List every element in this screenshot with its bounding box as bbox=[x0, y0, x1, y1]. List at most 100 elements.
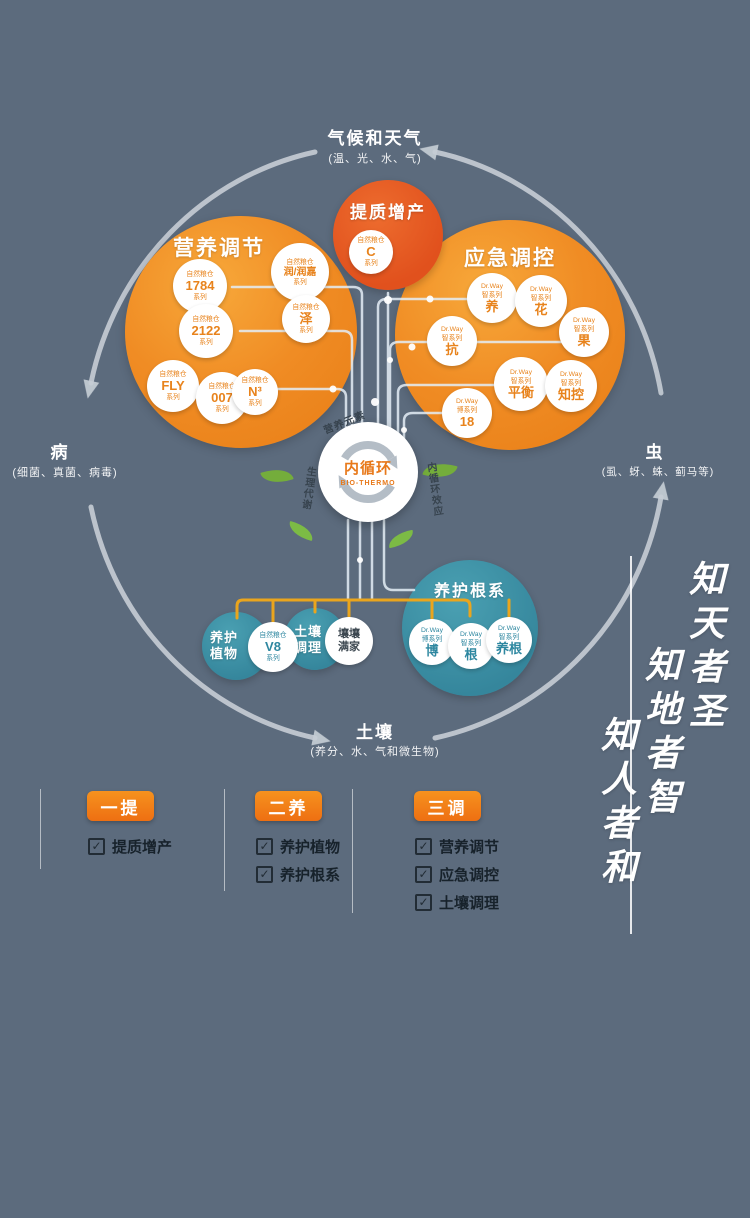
group-plant-title: 养护植物 bbox=[209, 630, 238, 661]
connector-line bbox=[248, 387, 348, 470]
product-series: 智系列 bbox=[481, 290, 503, 299]
checkbox-icon: ✓ bbox=[256, 837, 273, 855]
calligraphy-divider-line bbox=[630, 556, 632, 934]
root-connector-line bbox=[235, 598, 472, 620]
product-name: V8 bbox=[265, 638, 281, 654]
junction-dot bbox=[371, 398, 379, 406]
product-brand: Dr.Way bbox=[440, 324, 464, 333]
product-series: 智系列 bbox=[560, 378, 582, 387]
product-name: 泽 bbox=[299, 310, 313, 326]
product-brand: Dr.Way bbox=[455, 396, 479, 405]
product-name: 花 bbox=[534, 301, 548, 317]
product-name: 平衡 bbox=[507, 384, 534, 400]
product-series: 智系列 bbox=[573, 324, 595, 333]
product-suffix: 系列 bbox=[248, 398, 262, 407]
node-soil-title: 土壤 bbox=[356, 723, 394, 742]
legend-item: ✓ 养护植物 bbox=[256, 837, 341, 856]
divider-line bbox=[352, 789, 353, 913]
connector-line bbox=[396, 383, 497, 468]
junction-dot bbox=[426, 295, 434, 303]
group-emergency-title: 应急调控 bbox=[464, 247, 556, 270]
product-suffix: 系列 bbox=[266, 653, 280, 662]
divider-line bbox=[224, 789, 225, 891]
product-series: 智系列 bbox=[530, 293, 552, 302]
product-brand: 自然粮仓 bbox=[241, 375, 269, 384]
legend-pill-yiti: 一提 bbox=[87, 791, 154, 821]
product-series: 智系列 bbox=[498, 632, 520, 641]
node-disease-subtitle: (细菌、真菌、病毒) bbox=[12, 467, 118, 479]
product-brand: Dr.Way bbox=[420, 625, 444, 634]
group-nutrition-title: 营养调节 bbox=[173, 237, 265, 260]
legend-item: ✓ 营养调节 bbox=[415, 837, 500, 856]
product-circle-c: 自然粮仓 C 系列 bbox=[349, 230, 393, 274]
product-suffix: 系列 bbox=[215, 404, 229, 413]
legend-item-label: 营养调节 bbox=[439, 838, 500, 856]
product-name: 18 bbox=[459, 413, 475, 429]
product-brand: Dr.Way bbox=[509, 367, 533, 376]
product-circle-run: 自然粮仓 润/润嘉 系列 bbox=[271, 243, 329, 301]
product-series: 智系列 bbox=[441, 333, 463, 342]
product-series: 博系列 bbox=[421, 634, 443, 643]
center-subtitle: BIO-THERMO bbox=[340, 480, 396, 487]
product-brand: Dr.Way bbox=[480, 281, 504, 290]
legend-item: ✓ 提质增产 bbox=[88, 837, 172, 856]
group-quality-circle bbox=[333, 180, 443, 290]
checkbox-icon: ✓ bbox=[415, 893, 432, 911]
product-name: C bbox=[366, 243, 376, 259]
product-circle-kang: Dr.Way 智系列 抗 bbox=[427, 316, 477, 366]
node-soil-subtitle: (养分、水、气和微生物) bbox=[310, 746, 440, 758]
recycle-ring-icon bbox=[338, 440, 398, 504]
center-title: 内循环 bbox=[343, 460, 392, 477]
product-brand: 自然粮仓 bbox=[292, 302, 320, 311]
legend-item: ✓ 土壤调理 bbox=[415, 893, 500, 912]
cycle-arrowhead-icon bbox=[83, 379, 100, 399]
product-circle-guo: Dr.Way 智系列 果 bbox=[559, 307, 609, 357]
divider-line bbox=[40, 789, 41, 869]
product-circle-yang: Dr.Way 智系列 养 bbox=[467, 273, 517, 323]
calligraphy-line-2: 知地者智 bbox=[639, 646, 681, 822]
product-brand: 自然粮仓 bbox=[286, 257, 314, 266]
product-circle-rangrangmanjia: 壤壤满家 bbox=[325, 617, 373, 665]
product-suffix: 系列 bbox=[293, 277, 307, 285]
product-brand: 自然粮仓 bbox=[208, 381, 236, 390]
calligraphy-line-3: 知人者和 bbox=[595, 716, 637, 892]
legend-item-label: 土壤调理 bbox=[439, 894, 500, 912]
product-circle-2122: 自然粮仓 2122 系列 bbox=[179, 304, 233, 358]
product-name: FLY bbox=[161, 377, 185, 393]
node-insect-title: 虫 bbox=[645, 443, 665, 462]
product-brand: Dr.Way bbox=[459, 629, 483, 638]
product-name: 博 bbox=[425, 642, 439, 658]
junction-dot bbox=[348, 416, 356, 424]
product-circle-yanggen: Dr.Way 智系列 养根 bbox=[486, 617, 532, 663]
product-suffix: 系列 bbox=[193, 292, 207, 301]
product-brand: 自然粮仓 bbox=[192, 314, 220, 323]
cycle-arc-top-left bbox=[88, 149, 318, 386]
product-circle-fly: 自然粮仓 FLY 系列 bbox=[147, 360, 199, 412]
product-name: 知控 bbox=[557, 386, 584, 402]
junction-dot bbox=[387, 357, 393, 363]
product-brand: Dr.Way bbox=[572, 315, 596, 324]
product-circle-pingheng: Dr.Way 智系列 平衡 bbox=[494, 357, 548, 411]
legend-item-label: 养护植物 bbox=[280, 838, 341, 856]
connector-line bbox=[238, 329, 354, 472]
junction-dot bbox=[401, 427, 407, 433]
cycle-arrowhead-icon bbox=[311, 729, 331, 746]
product-brand: 自然粮仓 bbox=[159, 369, 187, 378]
junction-dot bbox=[408, 343, 416, 351]
product-name: 007 bbox=[211, 389, 233, 405]
product-circle-v8: 自然粮仓 V8 系列 bbox=[248, 622, 298, 672]
cycle-arrowhead-icon bbox=[652, 481, 669, 501]
product-suffix: 系列 bbox=[199, 337, 213, 346]
product-brand: 自然粮仓 bbox=[259, 630, 287, 639]
node-disease-title: 病 bbox=[50, 443, 70, 462]
junction-dot bbox=[357, 557, 363, 563]
product-series: 智系列 bbox=[510, 376, 532, 385]
group-roots-title: 养护根系 bbox=[433, 583, 506, 600]
product-name: 1784 bbox=[185, 277, 215, 293]
product-name: 养根 bbox=[495, 640, 522, 656]
connector-line bbox=[230, 285, 364, 467]
checkbox-icon: ✓ bbox=[88, 837, 105, 855]
